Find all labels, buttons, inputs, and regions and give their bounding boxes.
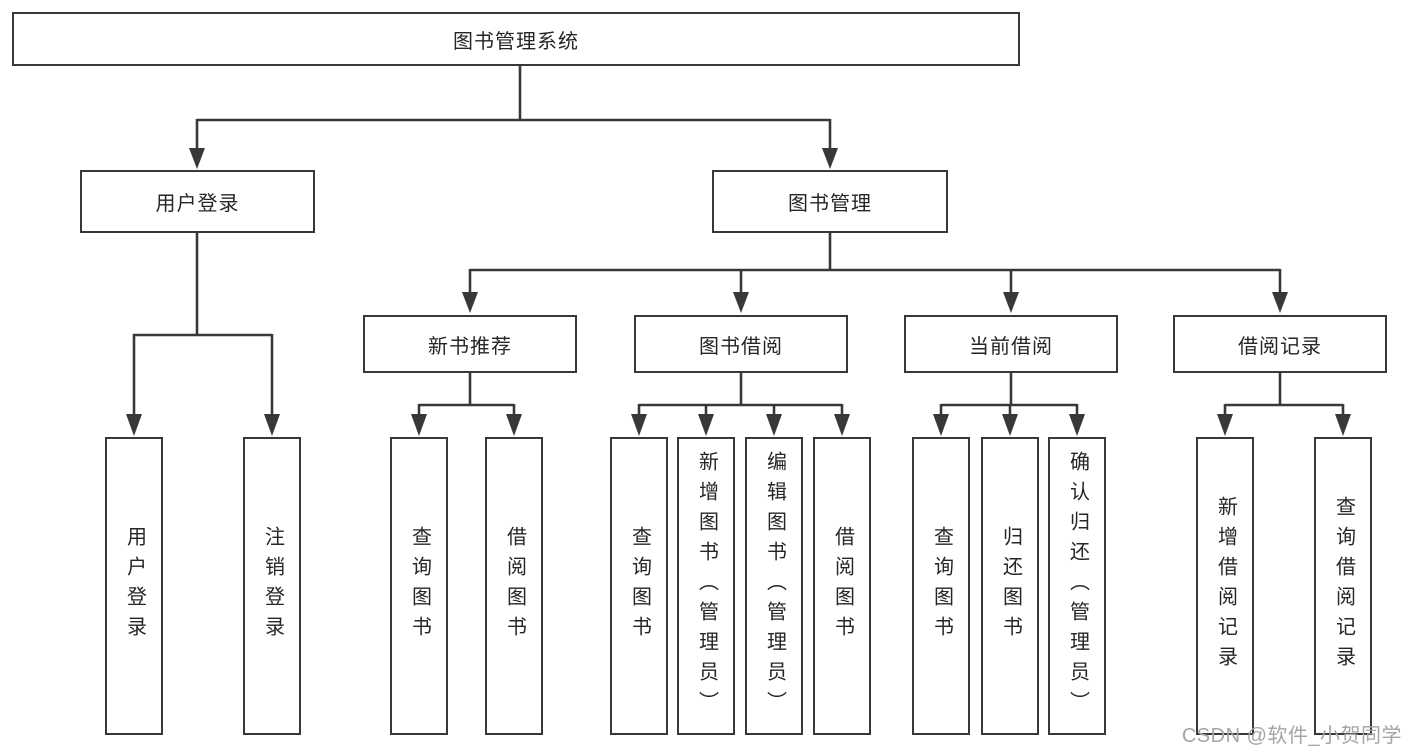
- leaf-borrow-books-borrow: 借阅图书: [813, 437, 871, 735]
- node-book-management: 图书管理: [712, 170, 948, 233]
- leaf-user-login: 用户登录: [105, 437, 163, 735]
- leaf-query-books-recommend: 查询图书: [390, 437, 448, 735]
- leaf-query-books-current: 查询图书: [912, 437, 970, 735]
- node-library-system: 图书管理系统: [12, 12, 1020, 66]
- leaf-add-book-admin: 新增图书（管理员）: [677, 437, 735, 735]
- csdn-watermark: CSDN @软件_小贺同学: [1181, 725, 1402, 747]
- node-current-borrow: 当前借阅: [904, 315, 1118, 373]
- node-borrow-records: 借阅记录: [1173, 315, 1387, 373]
- node-new-book-recommend: 新书推荐: [363, 315, 577, 373]
- leaf-return-books: 归还图书: [981, 437, 1039, 735]
- leaf-confirm-return-admin: 确认归还（管理员）: [1048, 437, 1106, 735]
- leaf-borrow-books-recommend: 借阅图书: [485, 437, 543, 735]
- leaf-query-books-borrow: 查询图书: [610, 437, 668, 735]
- leaf-edit-book-admin: 编辑图书（管理员）: [745, 437, 803, 735]
- node-user-login: 用户登录: [80, 170, 315, 233]
- leaf-query-borrow-record: 查询借阅记录: [1314, 437, 1372, 735]
- leaf-logout: 注销登录: [243, 437, 301, 735]
- leaf-add-borrow-record: 新增借阅记录: [1196, 437, 1254, 735]
- node-book-borrow: 图书借阅: [634, 315, 848, 373]
